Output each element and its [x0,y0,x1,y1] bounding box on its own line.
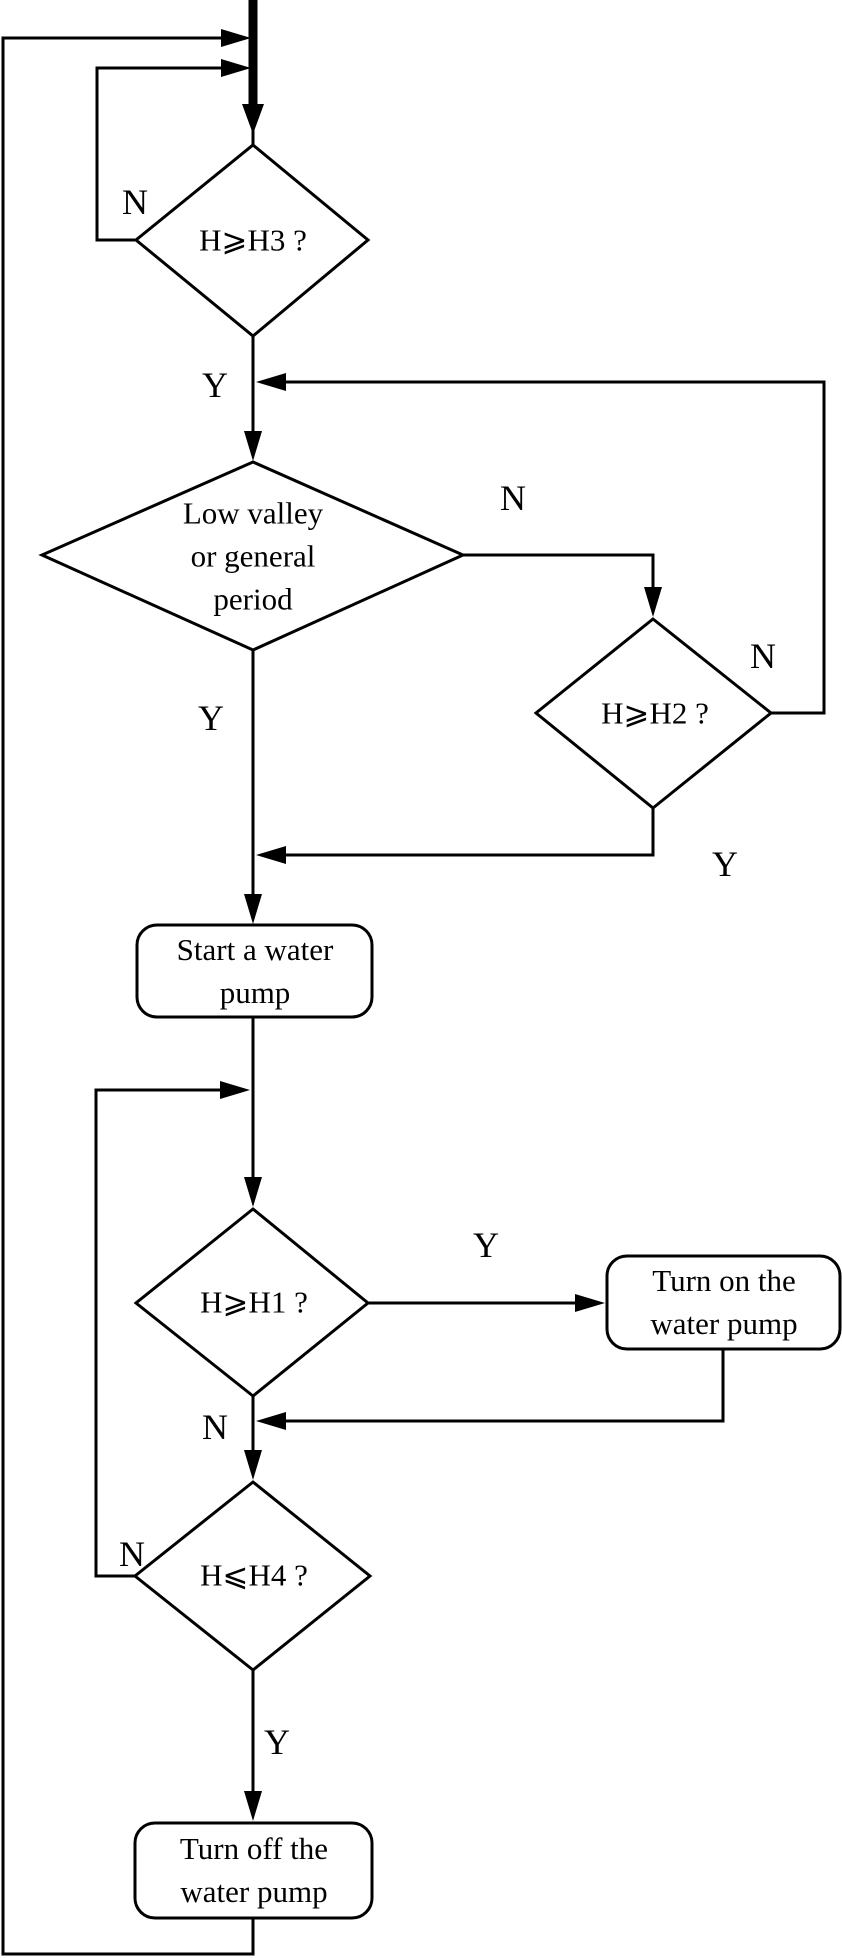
edge-h1-no [244,1396,262,1480]
arrowhead-down-icon [242,104,264,134]
edge-label-h4-no: N [119,1534,145,1574]
process-turn-off-line1: Turn off the [179,1831,329,1866]
edge-line [94,1088,222,1578]
edge-h3-no-loop [95,59,251,242]
arrowhead-right-icon [221,29,251,47]
edge-label-h3-yes: Y [202,365,228,405]
edge-line [1,36,255,1956]
edge-h2-no-loop [256,373,826,715]
edge-main-loop [1,29,255,1956]
arrowhead-down-icon [244,431,262,461]
process-start-pump-label: Start a water pump [177,928,334,1014]
decision-valley-label: Low valley or general period [183,492,323,621]
edge-label-h2-yes: Y [712,844,738,884]
edge-label-h3-no: N [122,182,148,222]
arrowhead-down-icon [644,587,662,617]
edge-valley-no [463,553,662,617]
process-turn-on-line2: water pump [650,1306,798,1341]
edge-label-h1-no: N [202,1407,228,1447]
decision-h4-label: H⩽H4 ? [200,1557,308,1593]
decision-h4-shape [132,1480,373,1672]
process-turn-on-label: Turn on the water pump [650,1259,797,1345]
decision-h2-label: H⩾H2 ? [601,695,709,731]
process-turn-on-line1: Turn on the [652,1263,796,1298]
edge-h3-yes [244,336,262,461]
arrowhead-down-icon [244,1450,262,1480]
arrowhead-right-icon [575,1294,605,1312]
edge-turn-on-return [256,1349,725,1430]
edge-start-entry [242,0,264,146]
process-start-pump-line1: Start a water [176,932,334,967]
process-turn-off-label: Turn off the water pump [180,1827,328,1913]
arrowhead-right-icon [221,59,251,77]
decision-valley-line2: or general [190,538,316,574]
decision-h2-shape [533,617,774,810]
edge-start-to-h1 [244,1017,262,1207]
process-start-pump-shape [135,923,374,1019]
arrowhead-right-icon [220,1081,250,1099]
edge-line [95,66,223,242]
edge-h2-yes [256,808,655,864]
process-turn-off-line2: water pump [180,1874,328,1909]
edge-line [284,380,826,715]
edge-label-h1-yes: Y [473,1225,499,1265]
process-turn-off-shape [133,1821,374,1920]
edge-line [284,1349,725,1423]
arrowhead-down-icon [244,1177,262,1207]
decision-valley-line1: Low valley [182,495,324,531]
arrowhead-down-icon [244,1791,262,1821]
edge-line [284,808,655,857]
arrowhead-left-icon [256,846,286,864]
arrowhead-left-icon [256,373,286,391]
edge-label-h4-yes: Y [264,1722,290,1762]
edge-valley-yes [244,650,262,924]
decision-h3-shape [133,143,371,338]
arrowhead-left-icon [256,1412,286,1430]
decision-h1-label: H⩾H1 ? [200,1284,308,1320]
decision-h3-label: H⩾H3 ? [199,222,307,258]
arrowhead-down-icon [244,894,262,924]
edge-label-valley-no: N [500,478,526,518]
decision-valley-shape [38,460,467,652]
edge-h4-yes [244,1670,262,1821]
edge-label-valley-yes: Y [198,698,224,738]
edge-label-h2-no: N [750,636,776,676]
process-turn-on-shape [605,1254,842,1351]
process-start-pump-line2: pump [219,975,291,1010]
decision-h1-shape [133,1207,371,1398]
edge-line [463,553,655,589]
edge-h1-yes [368,1294,605,1312]
edge-h4-no-loop [94,1081,250,1578]
decision-valley-line3: period [213,581,293,617]
